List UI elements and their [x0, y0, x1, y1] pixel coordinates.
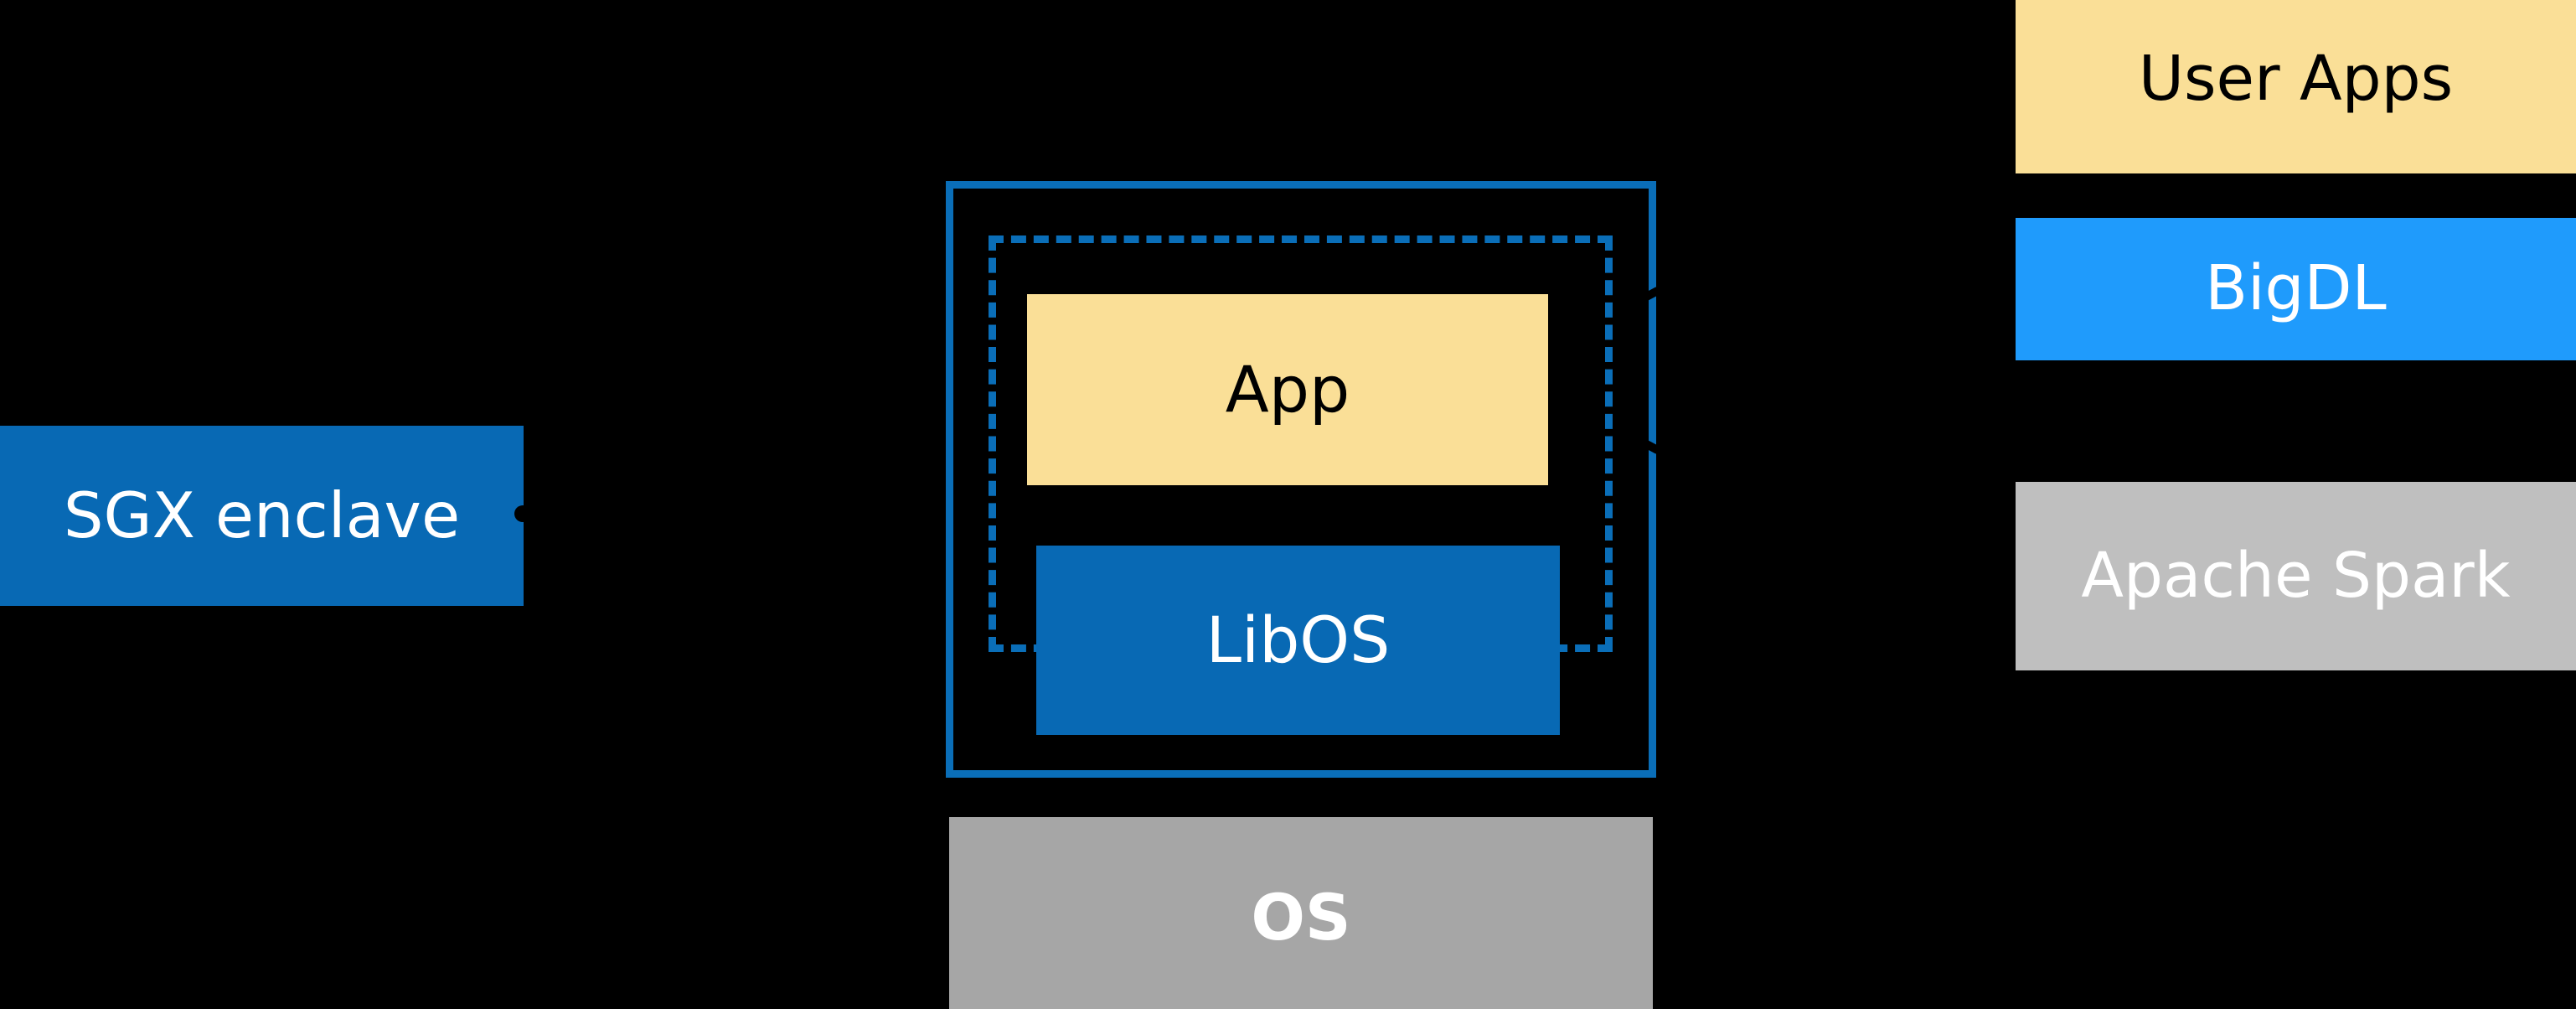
apache-spark-box: Apache Spark [2016, 482, 2576, 670]
sgx-enclave-box: SGX enclave [0, 426, 524, 606]
user-apps-label: User Apps [2138, 42, 2454, 115]
os-label: OS [1251, 880, 1351, 955]
sgx-enclave-label: SGX enclave [63, 479, 461, 553]
bigdl-box: BigDL [2016, 218, 2576, 360]
user-apps-box: User Apps [2016, 0, 2576, 173]
enclave-outer-frame [946, 181, 1656, 778]
app-label: App [1225, 352, 1350, 427]
sgx-enclave-arrow-icon [514, 505, 531, 522]
app-box: App [1027, 294, 1548, 485]
os-box: OS [949, 817, 1653, 1009]
apache-spark-label: Apache Spark [2081, 539, 2511, 612]
libos-box: LibOS [1036, 546, 1560, 735]
libos-label: LibOS [1205, 603, 1391, 678]
bigdl-label: BigDL [2205, 252, 2387, 325]
